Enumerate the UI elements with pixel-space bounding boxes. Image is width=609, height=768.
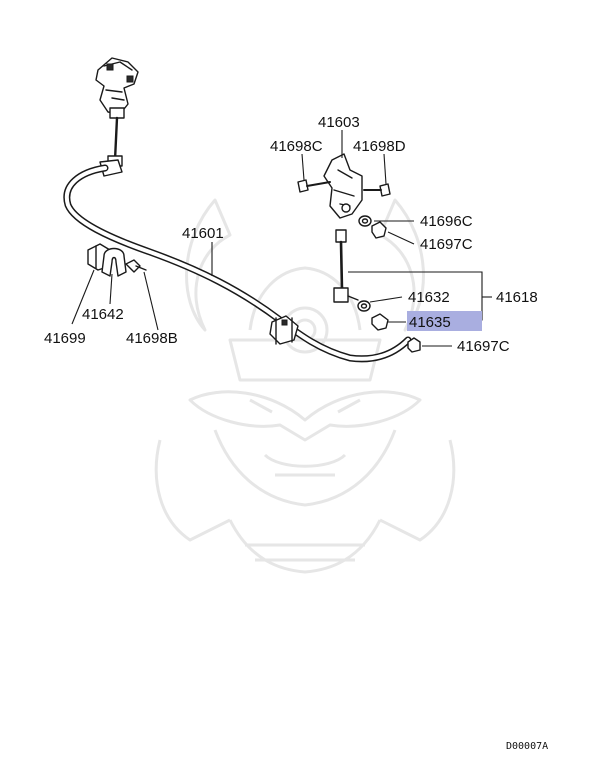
label-41635: 41635 [409,314,451,331]
center-bushing-clamp [269,315,299,345]
highlight-41635 [407,311,482,331]
label-41698D: 41698D [353,138,406,155]
label-41698B: 41698B [126,330,178,347]
label-41642: 41642 [82,306,124,323]
label-41601: 41601 [182,225,224,242]
left-clamp [101,247,127,277]
label-41697C-lower: 41697C [457,338,510,355]
label-41603: 41603 [318,114,360,131]
nut-41697C-lower [407,337,421,353]
drawing-code: D00007A [506,741,548,752]
label-41697C-upper: 41697C [420,236,473,253]
bolt-41698C [297,179,331,193]
label-41698C: 41698C [270,138,323,155]
left-clamp-bolt [125,259,147,273]
left-drop-link [99,116,123,177]
right-bracket [323,153,363,219]
bolt-41698D [363,183,391,197]
samurai-helmet-watermark [154,198,456,574]
nut-41697C-mid [371,313,389,331]
part-labels: 41603 41698C 41698D 41696C 41697C 41601 … [44,114,538,355]
washer-41696C [358,215,372,227]
label-41618: 41618 [496,289,538,306]
washer-41635 [357,300,371,312]
nut-41697C-upper [371,221,387,239]
upper-left-bracket [95,57,139,119]
stabilizer-bar [63,164,412,363]
right-drop-link [333,229,359,303]
label-41632: 41632 [408,289,450,306]
label-41696C: 41696C [420,213,473,230]
label-41699: 41699 [44,330,86,347]
